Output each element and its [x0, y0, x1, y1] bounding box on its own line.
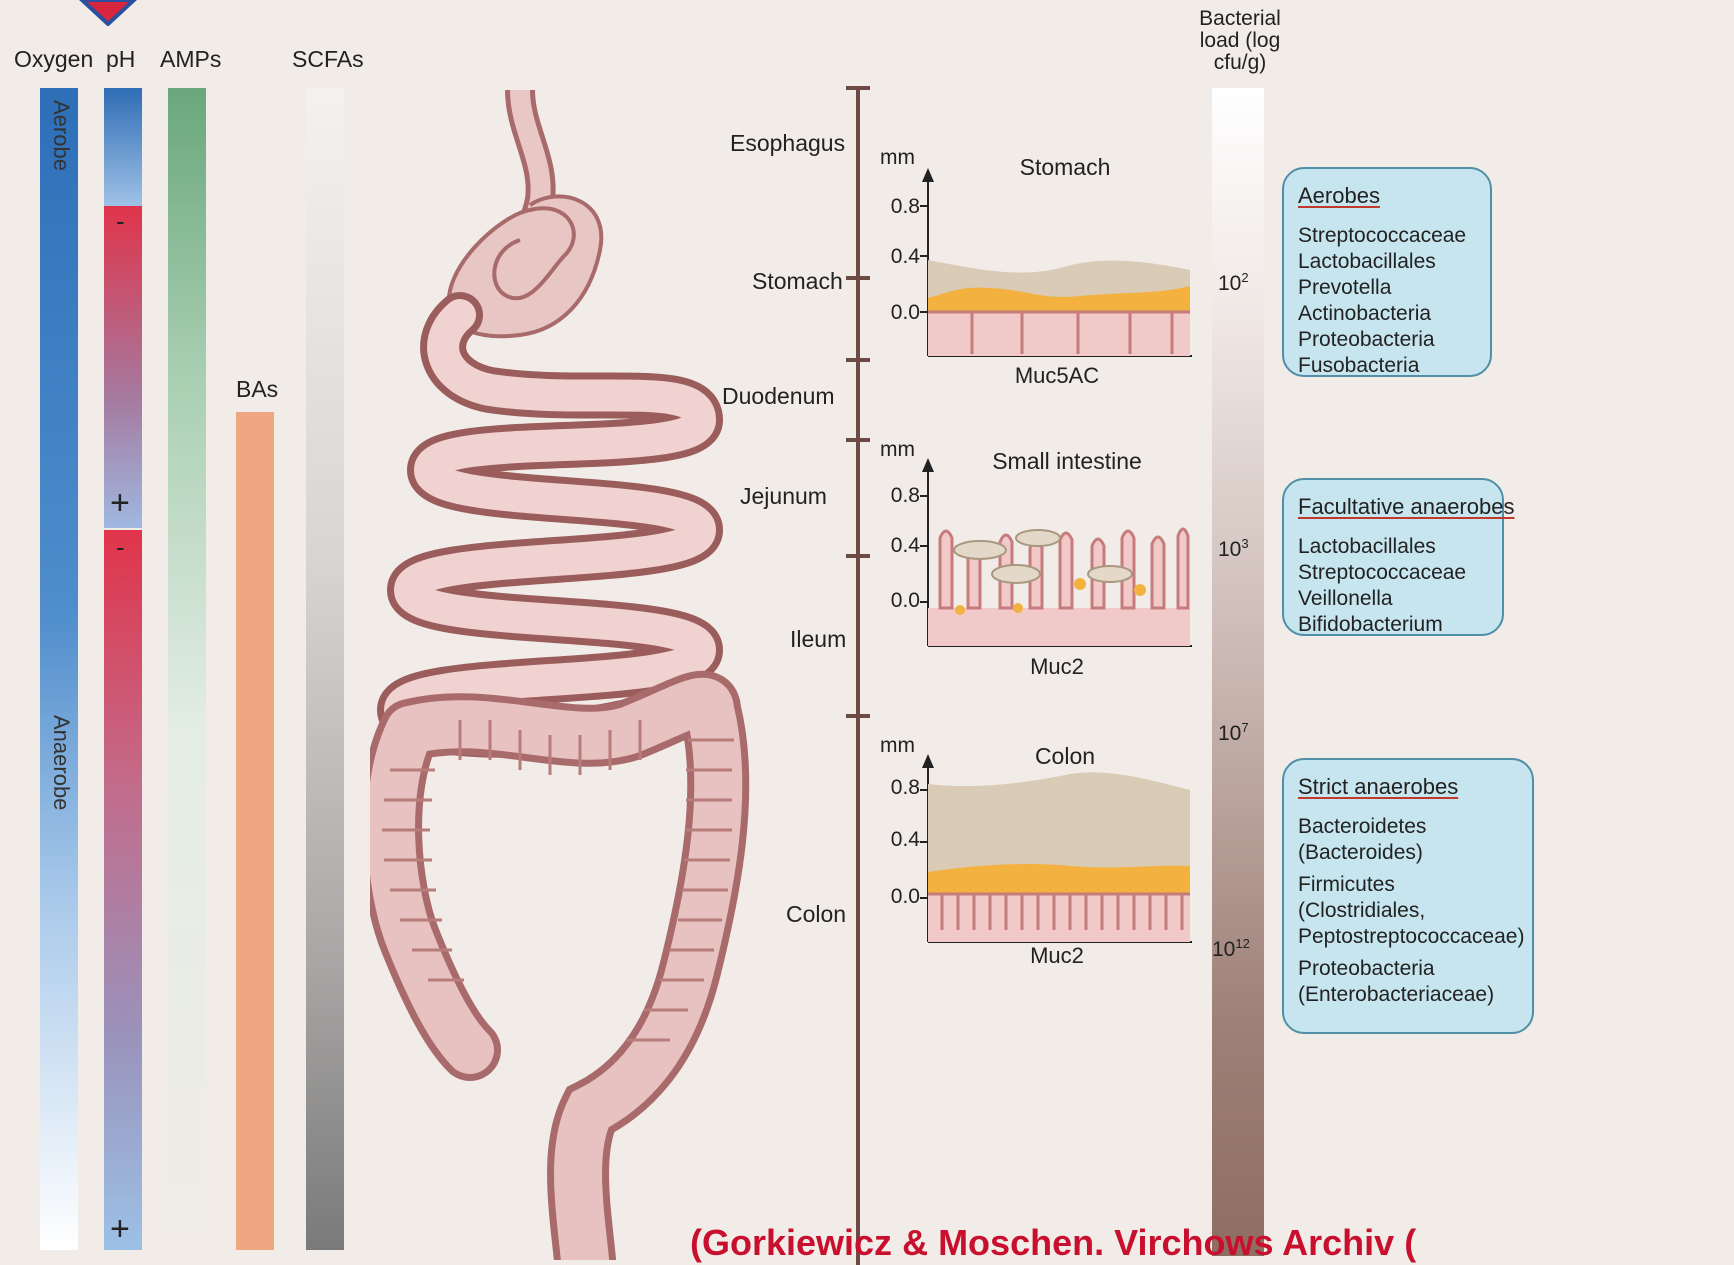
- oxygen-gradient-bar: [40, 88, 78, 1250]
- ph-gradient-bar-top: [104, 88, 142, 206]
- panel-small-intestine-ytick-08: 0.8: [868, 484, 920, 508]
- segment-stomach: Stomach: [752, 268, 843, 295]
- panel-small-intestine-graphic: [920, 458, 1196, 648]
- panel-small-intestine-ytick-04: 0.4: [868, 534, 920, 558]
- list-item: Lactobacillales: [1298, 534, 1488, 560]
- panel-colon-mucin: Muc2: [912, 943, 1202, 969]
- list-item: Bacteroidetes: [1298, 814, 1518, 840]
- ph-minus-1: -: [116, 206, 125, 237]
- list-item: Actinobacteria: [1298, 301, 1476, 327]
- load-value-2: 103: [1218, 536, 1249, 562]
- list-item: (Bacteroides): [1298, 840, 1518, 866]
- header-oxygen: Oxygen: [14, 46, 93, 73]
- list-item: Veillonella: [1298, 586, 1488, 612]
- panel-stomach-ytick-04: 0.4: [868, 245, 920, 269]
- amps-gradient-bar: [168, 88, 206, 1250]
- segment-duodenum: Duodenum: [722, 383, 835, 410]
- taxa-box-strict-anaerobes-title: Strict anaerobes: [1298, 774, 1518, 800]
- panel-colon-ytick-00: 0.0: [868, 885, 920, 909]
- panel-colon-ytick-08: 0.8: [868, 776, 920, 800]
- segment-colon: Colon: [786, 901, 846, 928]
- load-value-1: 102: [1218, 270, 1249, 296]
- taxa-box-strict-anaerobes: Strict anaerobes Bacteroidetes (Bacteroi…: [1282, 758, 1534, 1034]
- taxa-box-facultative-anaerobes-title: Facultative anaerobes: [1298, 494, 1488, 520]
- panel-colon-graphic: [920, 754, 1196, 944]
- header-bas: BAs: [236, 376, 278, 403]
- taxa-box-facultative-anaerobes: Facultative anaerobes Lactobacillales St…: [1282, 478, 1504, 636]
- header-ph: pH: [106, 46, 135, 73]
- oxygen-aerobe-label: Aerobe: [48, 100, 74, 171]
- header-bacterial-load: Bacterial load (log cfu/g): [1180, 8, 1300, 74]
- bacterial-load-gradient-bar: [1212, 88, 1264, 1256]
- list-item: Bifidobacterium: [1298, 612, 1488, 638]
- panel-small-intestine-mucin: Muc2: [912, 654, 1202, 680]
- panel-colon-ytick-04: 0.4: [868, 828, 920, 852]
- ph-gradient-bar-mid: [104, 206, 142, 528]
- taxa-box-aerobes: Aerobes Streptococcaceae Lactobacillales…: [1282, 167, 1492, 377]
- list-item: Peptostreptococcaceae): [1298, 924, 1518, 950]
- gut-illustration: [370, 90, 850, 1260]
- bas-gradient-bar: [236, 412, 274, 1250]
- panel-stomach-unit: mm: [880, 146, 915, 170]
- load-value-4: 1012: [1212, 936, 1250, 962]
- list-item: Proteobacteria: [1298, 956, 1518, 982]
- panel-small-intestine-ytick-00: 0.0: [868, 589, 920, 613]
- list-item: (Clostridiales,: [1298, 898, 1518, 924]
- load-value-3: 107: [1218, 720, 1249, 746]
- panel-stomach-ytick-00: 0.0: [868, 301, 920, 325]
- panel-stomach-graphic: [920, 168, 1196, 358]
- ph-gradient-bar-bottom: [104, 530, 142, 1250]
- list-item: Prevotella: [1298, 275, 1476, 301]
- panel-stomach-ytick-08: 0.8: [868, 195, 920, 219]
- ph-plus-1: +: [110, 484, 130, 523]
- segment-jejunum: Jejunum: [740, 483, 827, 510]
- list-item: Proteobacteria: [1298, 327, 1476, 353]
- list-item: Lactobacillales: [1298, 249, 1476, 275]
- scfas-gradient-bar: [306, 88, 344, 1250]
- header-scfas: SCFAs: [292, 46, 364, 73]
- header-amps: AMPs: [160, 46, 221, 73]
- segment-esophagus: Esophagus: [730, 130, 845, 157]
- list-item: Streptococcaceae: [1298, 223, 1476, 249]
- panel-colon-unit: mm: [880, 734, 915, 758]
- ph-minus-2: -: [116, 532, 125, 563]
- oxygen-anaerobe-label: Anaerobe: [48, 715, 74, 810]
- taxa-box-aerobes-title: Aerobes: [1298, 183, 1476, 209]
- top-marker-icon: [78, 0, 138, 26]
- list-item: Fusobacteria: [1298, 353, 1476, 379]
- list-item: Streptococcaceae: [1298, 560, 1488, 586]
- list-item: Firmicutes: [1298, 872, 1518, 898]
- segment-ileum: Ileum: [790, 626, 846, 653]
- citation-text: (Gorkiewicz & Moschen. Virchows Archiv (: [690, 1222, 1416, 1264]
- list-item: (Enterobacteriaceae): [1298, 982, 1518, 1008]
- panel-stomach-mucin: Muc5AC: [912, 363, 1202, 389]
- panel-small-intestine-unit: mm: [880, 438, 915, 462]
- ph-plus-2: +: [110, 1210, 130, 1249]
